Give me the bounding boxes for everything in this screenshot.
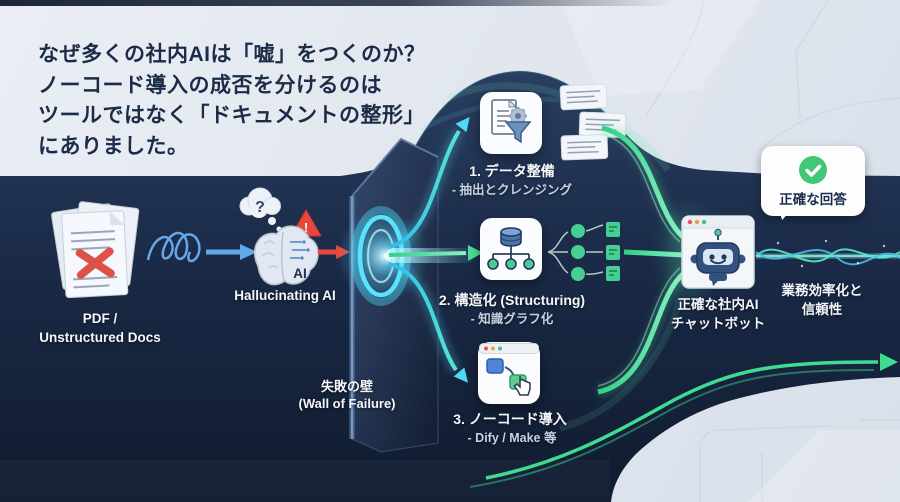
answer-bubble-text: 正確な回答 (779, 191, 847, 207)
question-mark: ? (255, 199, 265, 216)
step2-subtitle: - 知識グラフ化 (470, 312, 554, 326)
top-edge-strip (0, 0, 900, 6)
answer-bubble: 正確な回答 (761, 146, 865, 216)
headline-line: ツールではなく「ドキュメントの整形」 (38, 104, 425, 127)
data-cleaning-icon (480, 92, 542, 154)
step2-title: 2. 構造化 (Structuring) (438, 292, 586, 308)
hand-cursor-icon (513, 376, 531, 396)
source-label-line: Unstructured Docs (39, 330, 161, 345)
bottom-band-sheen (0, 460, 610, 502)
success-arrowhead-icon (880, 353, 898, 371)
check-icon (799, 155, 827, 184)
gear-icon (508, 106, 528, 126)
step3-subtitle: - Dify / Make 等 (467, 431, 557, 445)
question-bubble-icon: ? (239, 187, 282, 232)
wall-label-jp: 失敗の壁 (320, 379, 373, 394)
step1-title: 1. データ整備 (469, 163, 555, 179)
hallucinating-ai-label: Hallucinating AI (234, 288, 336, 303)
waveform (755, 239, 900, 268)
wall-label-en: (Wall of Failure) (298, 395, 396, 411)
warning-mark: ! (304, 220, 308, 235)
headline: なぜ多くの社内AIは「嘘」をつくのか？ ノーコード導入の成否を分けるのは ツール… (38, 40, 468, 162)
nocode-icon (478, 342, 540, 404)
chatbot-label: 正確な社内AI チャットボット (656, 296, 780, 333)
chatbot-icon (681, 215, 755, 291)
database-icon (500, 227, 522, 247)
source-label-line: PDF / (82, 311, 118, 326)
red-x-icon (75, 247, 115, 279)
chatbot-label-line: 正確な社内AI (677, 297, 759, 312)
branch-flow-lines (387, 116, 483, 383)
ai-badge: AI (293, 266, 307, 281)
chatbot-label-line: チャットボット (670, 315, 766, 331)
branch2-arrow-icon (467, 245, 483, 261)
dark-flow-shape (0, 71, 900, 502)
light-panel-decor-top (560, 0, 760, 96)
outcome-line: 信頼性 (801, 302, 843, 317)
step1-subtitle: - 抽出とクレンジング (451, 183, 573, 197)
success-arrow (469, 353, 898, 488)
funnel-icon (504, 121, 532, 144)
tangled-line (146, 231, 257, 263)
knowledge-graph-mini (547, 222, 620, 281)
blue-arrow-icon (240, 244, 257, 260)
structuring-icon (480, 218, 542, 280)
headline-line: なぜ多くの社内AIは「嘘」をつくのか？ (38, 43, 426, 66)
source-label: PDF / Unstructured Docs (10, 309, 190, 347)
outcome-label: 業務効率化と 信頼性 (766, 281, 878, 319)
light-geometry-decor (645, 0, 900, 502)
headline-line: にありました。 (38, 134, 189, 158)
wall-label: 失敗の壁 (Wall of Failure) (286, 379, 408, 412)
outcome-line: 業務効率化と (781, 283, 863, 298)
brain-ai-icon: AI (253, 225, 319, 286)
pdf-docs-icon (28, 198, 168, 306)
headline-line: ノーコード導入の成否を分けるのは (38, 73, 382, 97)
light-panel-decor-bottom (748, 430, 900, 502)
branch3-arrow-icon (453, 367, 468, 383)
step3-title: 3. ノーコード導入 (453, 411, 567, 427)
branch1-arrow-icon (455, 116, 470, 133)
